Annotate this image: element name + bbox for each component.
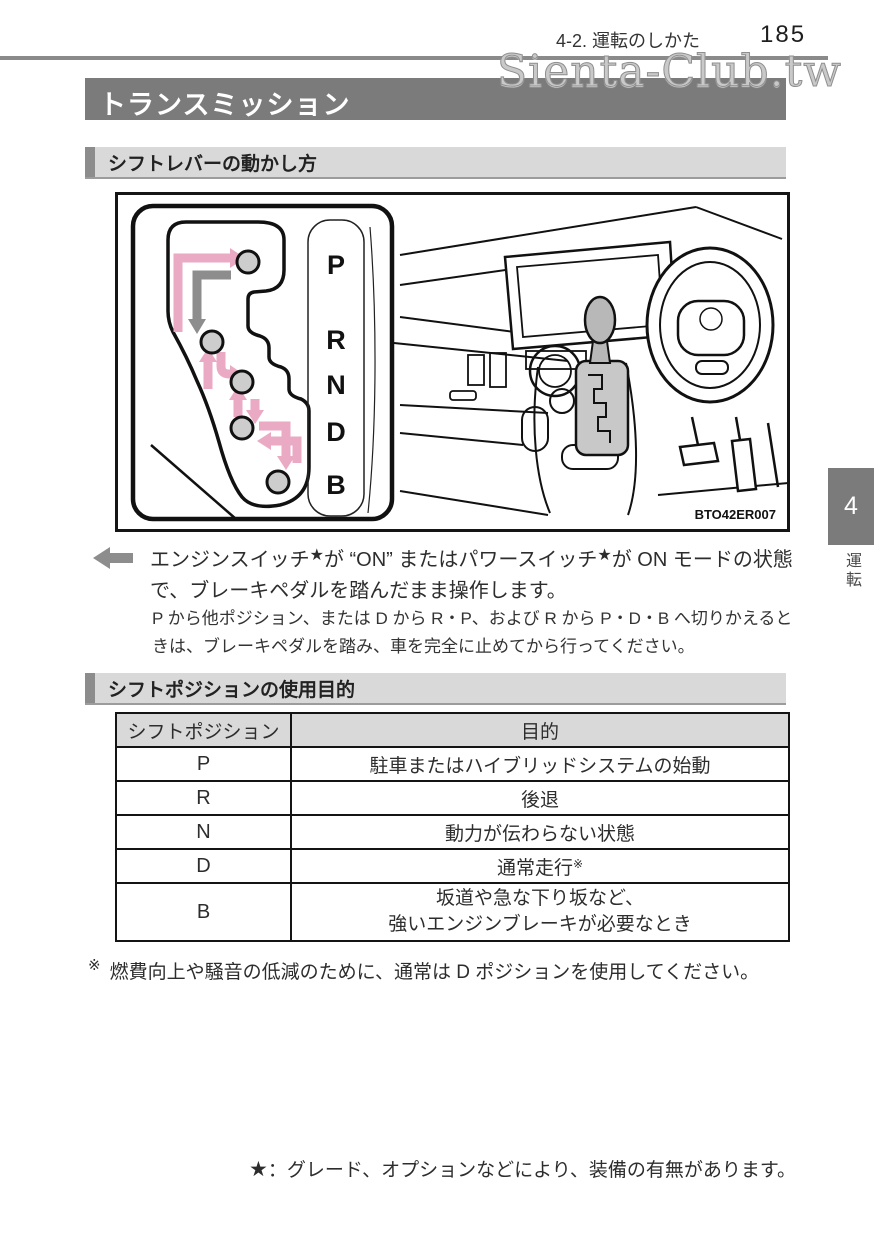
table-footnote: ※ 燃費向上や騒音の低減のために、通常は D ポジションを使用してください。: [88, 957, 760, 983]
figure-code: BTO42ER007: [695, 507, 776, 522]
shift-lever-figure: P R N D B: [115, 192, 790, 532]
position-cell: P: [115, 746, 292, 782]
purpose-cell: 坂道や急な下り坂など、 強いエンジンブレーキが必要なとき: [289, 882, 791, 942]
table-row: D 通常走行※: [115, 848, 791, 884]
purpose-cell: 動力が伝わらない状態: [289, 814, 791, 850]
letter-P: P: [327, 250, 345, 280]
table-row: R 後退: [115, 780, 791, 816]
section-heading-shift-purpose: シフトポジションの使用目的: [85, 673, 786, 705]
lever-stalk: [588, 340, 612, 364]
table-row: B 坂道や急な下り坂など、 強いエンジンブレーキが必要なとき: [115, 882, 791, 942]
column-header-purpose: 目的: [289, 712, 791, 748]
caution-note: P から他ポジション、または D から R・P、および R から P・D・B へ…: [152, 609, 793, 656]
shift-position-table: シフトポジション 目的 P 駐車またはハイブリッドシステムの始動 R 後退 N …: [115, 712, 791, 942]
purpose-cell: 後退: [289, 780, 791, 816]
section-heading-shift-lever: シフトレバーの動かし方: [85, 147, 786, 179]
steering-wheel: [645, 246, 775, 404]
position-cell: N: [115, 814, 292, 850]
letter-N: N: [326, 370, 346, 400]
purpose-cell: 駐車またはハイブリッドシステムの始動: [289, 746, 791, 782]
star-superscript: ★: [597, 547, 612, 564]
shift-knob: [583, 295, 617, 345]
position-cell: R: [115, 780, 292, 816]
reference-mark: ※: [572, 856, 584, 871]
page-title: トランスミッション: [99, 90, 351, 120]
table-row: P 駐車またはハイブリッドシステムの始動: [115, 746, 791, 782]
pink-shift-arrows: [173, 253, 302, 463]
gate-boot-line: [150, 444, 237, 520]
column-header-position: シフトポジション: [115, 712, 292, 748]
chapter-tab-label: 運転: [843, 552, 860, 590]
gate-channel: [166, 220, 311, 509]
chapter-title-bar: トランスミッション: [85, 78, 786, 120]
header-rule: [0, 56, 828, 60]
section-accent: [85, 147, 95, 177]
shift-position-letters: P R N D B: [326, 250, 346, 500]
letter-D: D: [326, 417, 346, 447]
letter-console-outline: [307, 219, 365, 517]
purpose-cell: 通常走行※: [289, 848, 791, 884]
breadcrumb: 4-2. 運転のしかた: [555, 31, 700, 51]
position-cell: D: [115, 848, 292, 884]
letter-R: R: [326, 325, 346, 355]
shift-diagram-illustration: P R N D B: [130, 203, 789, 522]
lead-paragraph: エンジンスイッチ★が “ON” またはパワースイッチ★が ON モードの状態で、…: [150, 547, 793, 602]
gray-arrow-head: [188, 319, 206, 334]
section-accent: [85, 673, 95, 703]
watermark: Sienta-Club.tw: [497, 46, 842, 98]
reference-mark: ※: [88, 957, 101, 974]
gate-slot-zigzag: [588, 374, 611, 443]
console-edge-line: [367, 226, 376, 514]
gray-shift-arrow: [192, 270, 231, 319]
position-cell: B: [115, 882, 292, 942]
position-detents: [199, 249, 291, 495]
star-footnote: ★：グレード、オプションなどにより、装備の有無があります。: [249, 1158, 797, 1181]
pedals: [678, 416, 780, 493]
letter-B: B: [326, 470, 346, 500]
chapter-tab: 4: [828, 468, 874, 545]
table-header-row: シフトポジション 目的: [115, 712, 791, 748]
table-row: N 動力が伝わらない状態: [115, 814, 791, 850]
lead-paragraph-row: エンジンスイッチ★が “ON” またはパワースイッチ★が ON モードの状態で、…: [93, 540, 798, 607]
star-superscript: ★: [309, 547, 324, 564]
star-icon: ★: [249, 1158, 268, 1181]
page-number: 185: [760, 21, 807, 48]
pointer-arrow-icon: [93, 547, 133, 569]
